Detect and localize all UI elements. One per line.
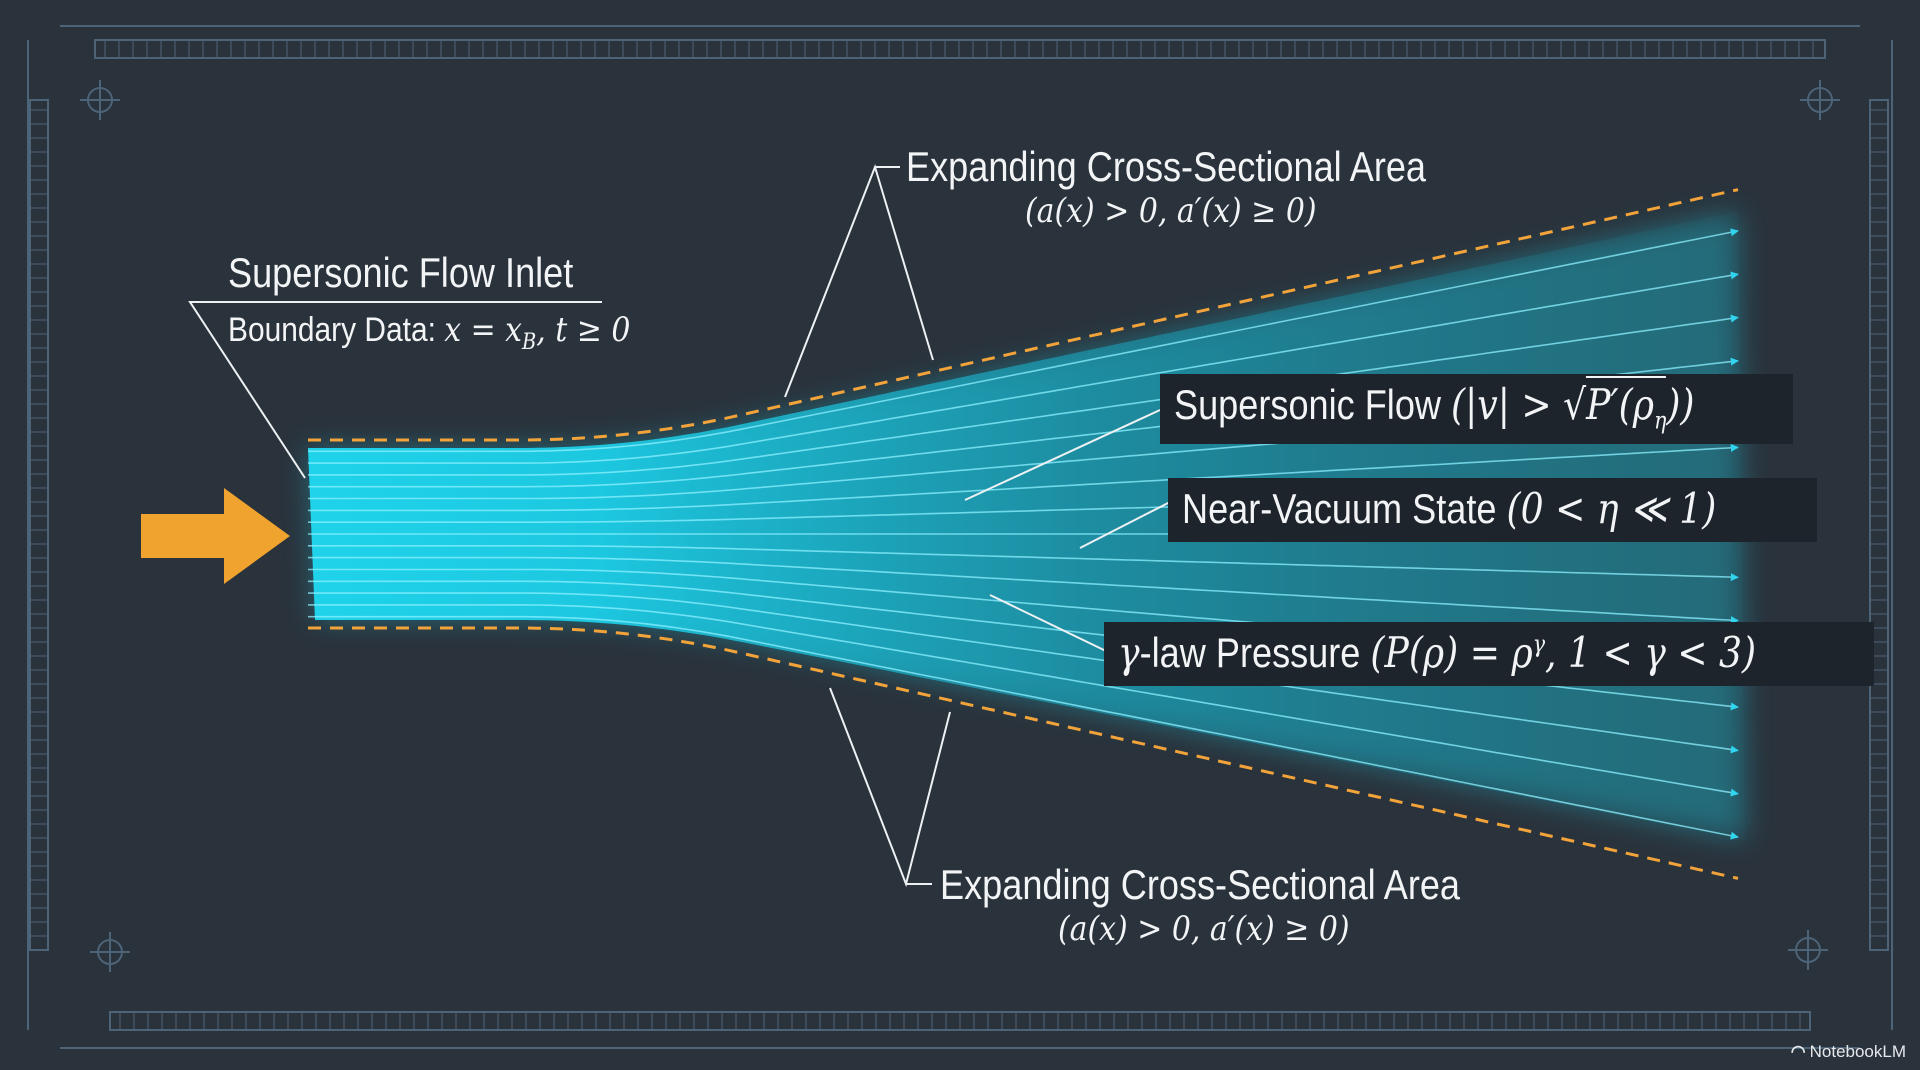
supersonic-math-open: (|v| > <box>1451 380 1564 429</box>
streamline <box>308 592 1739 754</box>
leader-supersonic <box>964 409 1161 501</box>
gamma-prefix: γ <box>1118 628 1140 677</box>
gamma-law-pressure-label: γ-law Pressure (P(ρ) = ργ, 1 < γ < 3) <box>1104 622 1874 686</box>
supersonic-title: Supersonic Flow <box>1174 381 1452 428</box>
vacuum-title: Near-Vacuum State <box>1182 485 1507 532</box>
area-bottom-title: Expanding Cross-Sectional Area <box>940 861 1461 908</box>
crosshair-top-left-icon <box>80 80 120 120</box>
inlet-boundary-label: Boundary Data: x = xB, t ≥ 0 <box>228 313 630 354</box>
supersonic-root-sub: η <box>1653 406 1667 435</box>
streamline <box>308 314 1739 476</box>
leader-area-bottom <box>829 687 951 888</box>
inlet-title: Supersonic Flow Inlet <box>228 249 574 296</box>
inlet-boundary-prefix: Boundary Data: <box>228 311 445 349</box>
brand-text: NotebookLM <box>1809 1042 1906 1061</box>
leader-inlet <box>188 301 602 479</box>
crosshair-bottom-left-icon <box>90 932 130 972</box>
streamlines <box>308 228 1739 840</box>
gamma-math-sup: γ <box>1532 630 1546 658</box>
area-top-math: (a(x) > 0, a′(x) ≥ 0) <box>1025 191 1317 231</box>
supersonic-root-text: P′(ρ <box>1586 380 1654 429</box>
inlet-boundary-math: x = x <box>444 310 523 350</box>
near-vacuum-label: Near-Vacuum State (0 < η ≪ 1) <box>1168 478 1818 542</box>
gamma-math: (P(ρ) = ρ <box>1370 628 1533 677</box>
brand-watermark: ◠NotebookLM <box>1791 1042 1906 1062</box>
supersonic-math-root: P′(ρη <box>1586 376 1667 432</box>
inlet-arrow-icon <box>141 488 290 584</box>
ruler-left <box>29 99 49 951</box>
streamline <box>308 228 1739 453</box>
area-bottom-math: (a(x) > 0, a′(x) ≥ 0) <box>1058 909 1350 949</box>
ruler-top <box>94 39 1826 59</box>
nozzle-wall-top <box>308 188 1739 442</box>
supersonic-math-close: )) <box>1666 380 1695 429</box>
crosshair-bottom-right-icon <box>1788 930 1828 970</box>
nozzle-wall-bottom <box>308 626 1739 880</box>
streamline <box>308 615 1739 840</box>
ruler-right <box>1869 99 1889 951</box>
inlet-boundary-tail: , t ≥ 0 <box>536 310 631 350</box>
leader-area-top <box>784 163 934 398</box>
streamline <box>308 443 1739 512</box>
leader-vacuum <box>1079 501 1171 549</box>
sqrt-symbol-icon: √ <box>1563 380 1587 429</box>
streamline <box>308 271 1739 464</box>
leader-gamma <box>989 594 1109 653</box>
blueprint-frame <box>27 25 1893 1049</box>
streamline <box>308 556 1739 625</box>
gamma-title: -law Pressure <box>1139 629 1371 676</box>
inlet-boundary-sub: B <box>522 329 537 355</box>
notebooklm-logo-icon: ◠ <box>1790 1042 1806 1061</box>
streamline <box>308 545 1739 582</box>
gamma-math-tail: , 1 < γ < 3) <box>1545 628 1757 677</box>
streamline <box>308 604 1739 797</box>
crosshair-top-right-icon <box>1800 80 1840 120</box>
area-top-title: Expanding Cross-Sectional Area <box>906 143 1427 190</box>
vacuum-math: (0 < η ≪ 1) <box>1506 484 1717 533</box>
supersonic-flow-label: Supersonic Flow (|v| > √P′(ρη)) <box>1160 374 1794 445</box>
